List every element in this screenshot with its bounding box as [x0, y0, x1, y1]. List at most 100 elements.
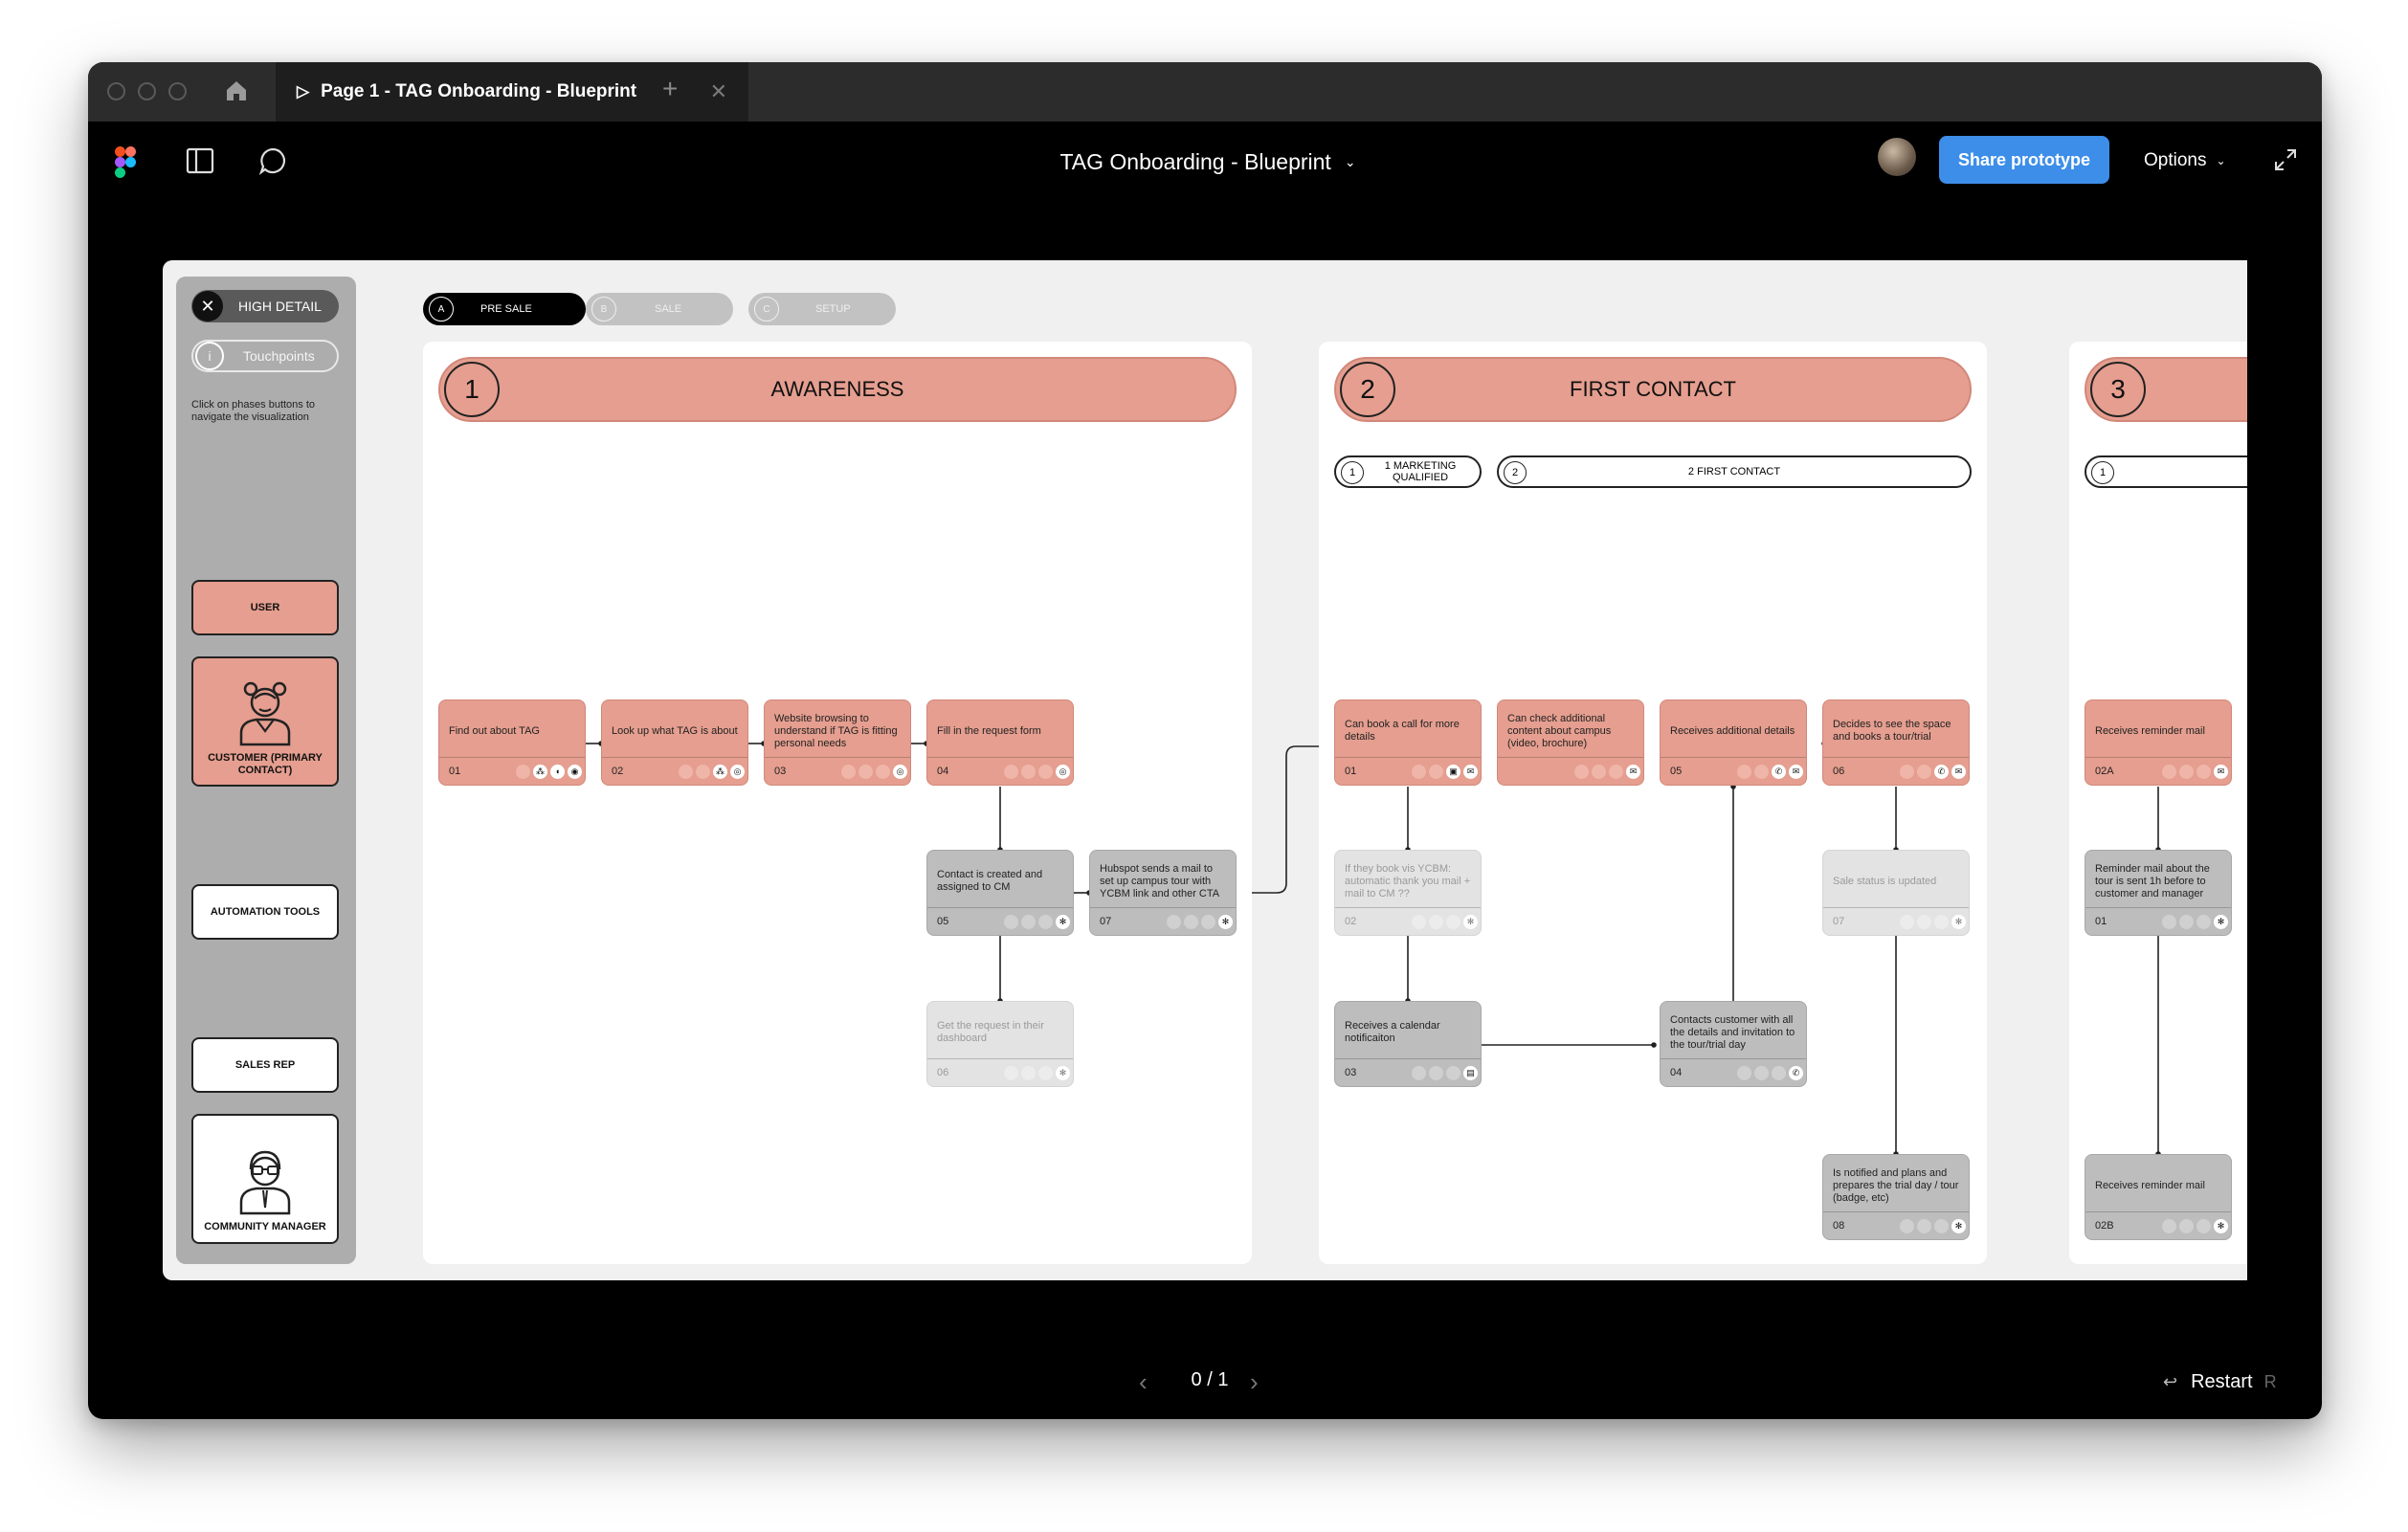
- step-card-contact-created[interactable]: Contact is created and assigned to CM 05…: [926, 850, 1074, 936]
- phone-icon: ✆: [1934, 764, 1949, 779]
- touchpoint-dot: [1038, 1065, 1053, 1080]
- touchpoint-dot: [1574, 764, 1589, 779]
- touchpoint-dot: [2196, 914, 2211, 929]
- step-card-hubspot-mail[interactable]: Hubspot sends a mail to set up campus to…: [1089, 850, 1237, 936]
- step-card-website-browsing[interactable]: Website browsing to understand if TAG is…: [764, 699, 911, 786]
- step-card-reminder-sent[interactable]: Reminder mail about the tour is sent 1h …: [2085, 850, 2232, 936]
- tab-close-icon[interactable]: ✕: [709, 79, 727, 103]
- step-number: 02B: [2095, 1219, 2114, 1232]
- subphase-first-contact[interactable]: 2 2 FIRST CONTACT: [1497, 455, 1972, 488]
- touchpoint-dot: [1737, 1065, 1751, 1080]
- step-card-look-up[interactable]: Look up what TAG is about 02 ⁂ ◎: [601, 699, 748, 786]
- touchpoint-dot: [1429, 764, 1443, 779]
- lane-automation-label: AUTOMATION TOOLS: [210, 906, 321, 918]
- mail-icon: ✉: [2214, 764, 2228, 779]
- touchpoint-dot: [2162, 1218, 2176, 1233]
- step-card-get-request[interactable]: Get the request in their dashboard 06 ✻: [926, 1001, 1074, 1087]
- globe-icon: ◎: [1056, 764, 1070, 779]
- step-card-sale-status[interactable]: Sale status is updated 07 ✻: [1822, 850, 1970, 936]
- window-zoom-dot[interactable]: [168, 82, 187, 100]
- phase-number: 2: [1340, 362, 1395, 417]
- step-card-book-call[interactable]: Can book a call for more details 01 ▣ ✉: [1334, 699, 1482, 786]
- options-label: Options: [2144, 150, 2207, 170]
- touchpoints-toggle[interactable]: i Touchpoints: [191, 340, 339, 372]
- step-card-calendar-notification[interactable]: Receives a calendar notificaiton 03 ▤: [1334, 1001, 1482, 1087]
- phase-tab-setup[interactable]: C SETUP: [748, 293, 896, 325]
- step-card-additional-content[interactable]: Can check additional content about campu…: [1497, 699, 1644, 786]
- mail-icon: ✉: [1789, 764, 1803, 779]
- new-tab-icon[interactable]: +: [662, 74, 679, 103]
- touchpoint-dot: [1004, 764, 1018, 779]
- window-minimize-dot[interactable]: [138, 82, 156, 100]
- step-number: 07: [1833, 915, 1845, 927]
- mail-icon: ✉: [1951, 764, 1966, 779]
- step-card-footer: 02 ⁂ ◎: [602, 757, 747, 785]
- step-number: 02: [1345, 915, 1357, 927]
- touchpoint-dot: [876, 764, 890, 779]
- phase-tab-pre-sale[interactable]: A PRE SALE: [423, 293, 586, 325]
- page-indicator: 0 / 1: [1191, 1369, 1229, 1390]
- step-card-find-out[interactable]: Find out about TAG 01 ⁂ ◖ ◉: [438, 699, 586, 786]
- touchpoint-dot: [1609, 764, 1623, 779]
- step-card-text: Look up what TAG is about: [612, 724, 738, 737]
- step-card-text: Decides to see the space and books a tou…: [1833, 719, 1951, 743]
- touchpoints-label: Touchpoints: [243, 348, 315, 364]
- step-number: 02A: [2095, 765, 2114, 777]
- megaphone-icon: ◖: [550, 764, 565, 779]
- touchpoint-dot: [1201, 914, 1215, 929]
- subphase-marketing-qualified[interactable]: 1 1 MARKETING QUALIFIED: [1334, 455, 1482, 488]
- step-card-text: Hubspot sends a mail to set up campus to…: [1100, 862, 1220, 899]
- step-card-prepares-trial[interactable]: Is notified and plans and prepares the t…: [1822, 1154, 1970, 1240]
- comment-icon[interactable]: [258, 146, 287, 175]
- share-icon: ⁂: [713, 764, 727, 779]
- step-card-text: Website browsing to understand if TAG is…: [774, 712, 898, 749]
- phase-tab-sale[interactable]: B SALE: [586, 293, 733, 325]
- step-card-receives-details[interactable]: Receives additional details 05 ✆ ✉: [1660, 699, 1807, 786]
- step-card-ycbm-booking[interactable]: If they book vis YCBM: automatic thank y…: [1334, 850, 1482, 936]
- file-title[interactable]: TAG Onboarding - Blueprint ⌄: [1050, 146, 1366, 177]
- share-prototype-button[interactable]: Share prototype: [1939, 136, 2109, 184]
- section-first-contact: [1319, 342, 1987, 1264]
- step-card-contacts-customer[interactable]: Contacts customer with all the details a…: [1660, 1001, 1807, 1087]
- home-icon[interactable]: [224, 78, 249, 103]
- step-card-footer: 04 ◎: [927, 757, 1073, 785]
- step-card-footer: 06 ✆ ✉: [1823, 757, 1969, 785]
- step-card-reminder-mail-a[interactable]: Receives reminder mail 02A ✉: [2085, 699, 2232, 786]
- step-card-footer: 05 ✻: [927, 907, 1073, 935]
- step-card-footer: 01 ▣ ✉: [1335, 757, 1481, 785]
- next-page-icon[interactable]: ›: [1250, 1367, 1259, 1396]
- lane-sales-rep: SALES REP: [191, 1037, 339, 1093]
- subphase-phase-3[interactable]: 1: [2085, 455, 2247, 488]
- previous-page-icon[interactable]: ‹: [1139, 1367, 1148, 1396]
- step-number: 01: [449, 765, 461, 777]
- touchpoint-dot: [1934, 1218, 1949, 1233]
- step-card-reminder-mail-b[interactable]: Receives reminder mail 02B ✻: [2085, 1154, 2232, 1240]
- step-card-fill-form[interactable]: Fill in the request form 04 ◎: [926, 699, 1074, 786]
- browser-tab[interactable]: ▷ Page 1 - TAG Onboarding - Blueprint ✕: [276, 62, 748, 122]
- phase-number: 1: [444, 362, 500, 417]
- window-close-dot[interactable]: [107, 82, 125, 100]
- fullscreen-icon[interactable]: [2272, 146, 2299, 173]
- step-number: 05: [937, 915, 949, 927]
- options-menu[interactable]: Options ⌄: [2144, 146, 2240, 175]
- sidebar-toggle-icon[interactable]: [186, 146, 214, 175]
- figma-logo-icon[interactable]: [115, 146, 136, 179]
- step-card-footer: 02 ✻: [1335, 907, 1481, 935]
- touchpoint-dot: [1004, 1065, 1018, 1080]
- touchpoint-dot: [1412, 764, 1426, 779]
- step-card-decides-tour[interactable]: Decides to see the space and books a tou…: [1822, 699, 1970, 786]
- touchpoint-dot: [696, 764, 710, 779]
- step-card-footer: 02A ✉: [2085, 757, 2231, 785]
- touchpoint-dot: [2162, 764, 2176, 779]
- phone-icon: ✆: [1772, 764, 1786, 779]
- phase-header-first-contact[interactable]: FIRST CONTACT: [1334, 357, 1972, 422]
- restart-button[interactable]: ↩ Restart R: [2163, 1369, 2297, 1394]
- step-card-footer: ✉: [1498, 757, 1643, 785]
- phase-title: AWARENESS: [770, 377, 904, 401]
- touchpoint-dot: [841, 764, 856, 779]
- high-detail-toggle[interactable]: ✕ HIGH DETAIL: [191, 290, 339, 322]
- avatar[interactable]: [1878, 138, 1916, 176]
- touchpoint-dot: [1412, 914, 1426, 929]
- lane-customer-label: CUSTOMER (PRIMARY CONTACT): [208, 752, 323, 776]
- phase-header-awareness[interactable]: AWARENESS: [438, 357, 1237, 422]
